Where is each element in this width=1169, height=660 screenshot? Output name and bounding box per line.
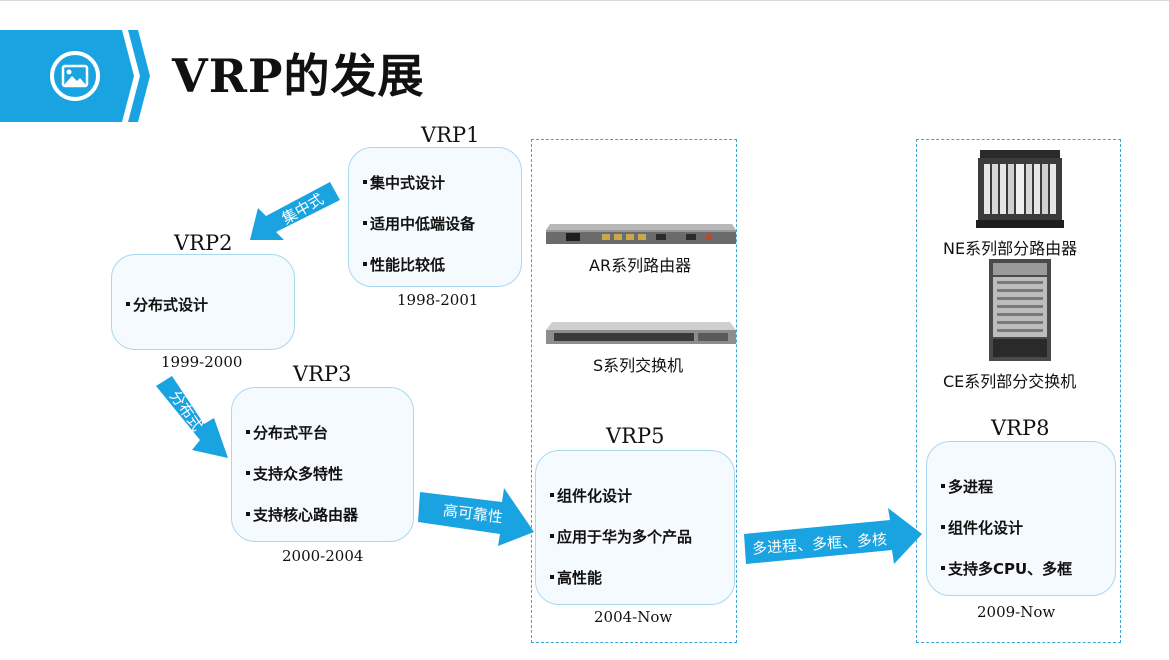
header-banner bbox=[0, 30, 160, 122]
vrp8-feature: 组件化设计 bbox=[941, 517, 1023, 538]
vrp5-feature: 组件化设计 bbox=[550, 485, 632, 506]
vrp3-feature: 分布式平台 bbox=[246, 422, 328, 443]
vrp3-box: 分布式平台 支持众多特性 支持核心路由器 bbox=[231, 387, 414, 542]
ar-router-label: AR系列路由器 bbox=[589, 256, 692, 275]
vrp3-feature: 支持众多特性 bbox=[246, 463, 343, 484]
vrp5-label: VRP5 bbox=[606, 424, 665, 448]
vrp5-feature: 高性能 bbox=[550, 567, 602, 588]
vrp5-box: 组件化设计 应用于华为多个产品 高性能 bbox=[535, 450, 735, 605]
vrp1-label: VRP1 bbox=[421, 123, 480, 147]
s-switch-image bbox=[546, 322, 736, 346]
vrp8-label: VRP8 bbox=[991, 416, 1050, 440]
vrp1-feature: 集中式设计 bbox=[363, 172, 445, 193]
ne-router-image bbox=[976, 150, 1064, 228]
image-icon bbox=[48, 49, 102, 103]
arrow-high-reliability bbox=[418, 488, 536, 550]
arrow-multi-process bbox=[744, 508, 926, 570]
vrp1-box: 集中式设计 适用中低端设备 性能比较低 bbox=[348, 147, 522, 287]
vrp3-years: 2000-2004 bbox=[282, 547, 364, 565]
vrp8-feature: 多进程 bbox=[941, 476, 993, 497]
vrp1-years: 1998-2001 bbox=[397, 291, 479, 309]
vrp2-box: 分布式设计 bbox=[111, 254, 295, 350]
vrp5-years: 2004-Now bbox=[594, 608, 673, 626]
s-switch-label: S系列交换机 bbox=[593, 356, 684, 375]
vrp2-feature: 分布式设计 bbox=[126, 294, 208, 315]
vrp2-label: VRP2 bbox=[174, 231, 233, 255]
top-divider bbox=[0, 0, 1169, 1]
ce-switch-image bbox=[989, 259, 1051, 361]
page-title: VRP的发展 bbox=[172, 49, 425, 103]
vrp1-feature: 适用中低端设备 bbox=[363, 213, 475, 234]
vrp8-feature: 支持多CPU、多框 bbox=[941, 558, 1072, 579]
arrow-distributed bbox=[152, 372, 236, 462]
vrp1-feature: 性能比较低 bbox=[363, 254, 445, 275]
vrp5-device-group bbox=[531, 139, 737, 643]
vrp8-device-group bbox=[916, 139, 1121, 643]
vrp3-feature: 支持核心路由器 bbox=[246, 504, 358, 525]
vrp8-years: 2009-Now bbox=[977, 603, 1056, 621]
ar-router-image bbox=[546, 222, 736, 246]
arrow-centralized bbox=[244, 178, 354, 248]
vrp5-feature: 应用于华为多个产品 bbox=[550, 526, 692, 547]
vrp2-years: 1999-2000 bbox=[161, 353, 243, 371]
ce-switch-label: CE系列部分交换机 bbox=[943, 372, 1077, 391]
vrp3-label: VRP3 bbox=[293, 362, 352, 386]
ne-router-label: NE系列部分路由器 bbox=[943, 239, 1078, 258]
vrp8-box: 多进程 组件化设计 支持多CPU、多框 bbox=[926, 441, 1116, 596]
